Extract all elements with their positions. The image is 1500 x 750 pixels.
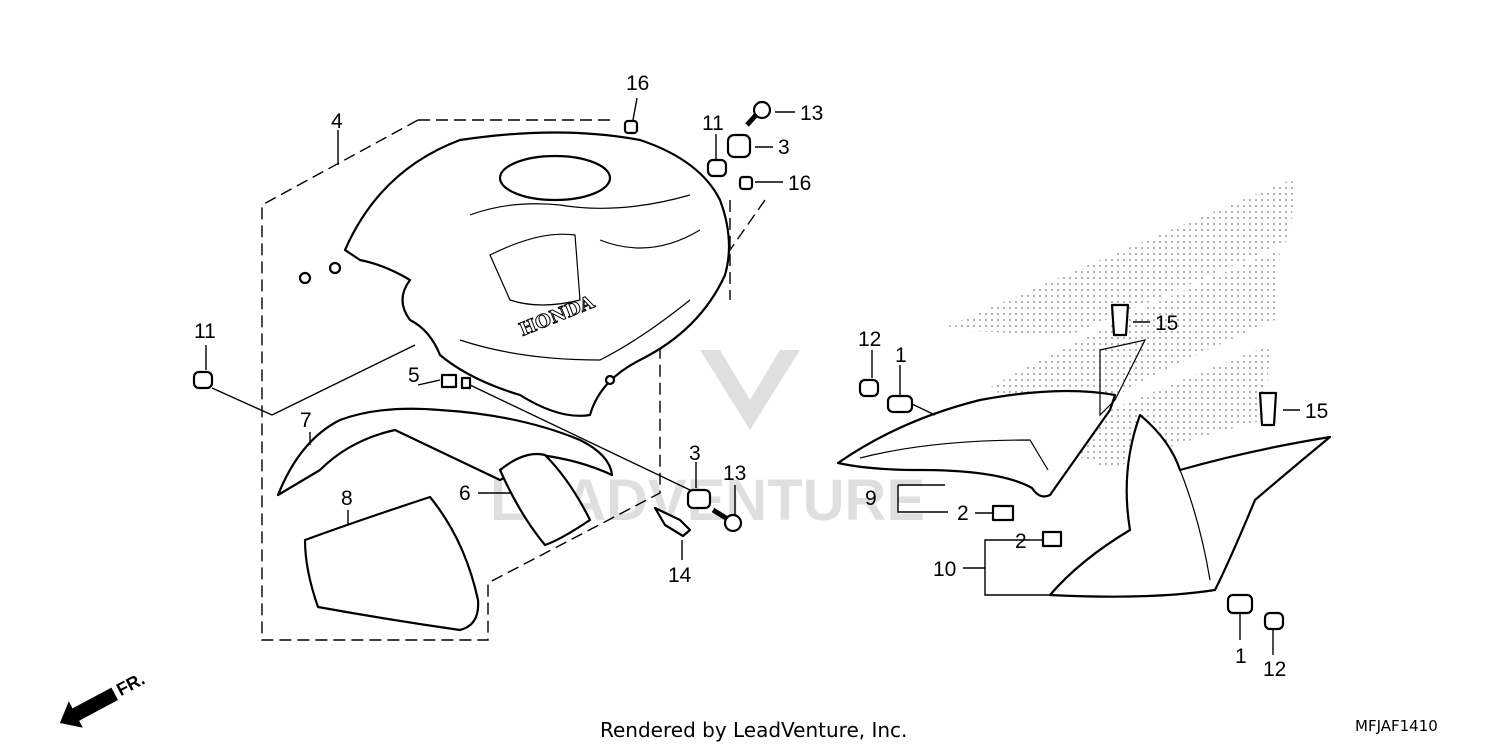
- callout-3: 3: [689, 442, 701, 465]
- callout-12: 12: [1263, 658, 1286, 681]
- front-direction-arrow: FR.: [59, 669, 148, 728]
- fastener-16-mid: [738, 175, 754, 191]
- clip-15-upper: [1110, 303, 1130, 337]
- part-10-panel: [1048, 413, 1332, 598]
- callout-13: 13: [723, 462, 746, 485]
- part-7-panel: [276, 407, 614, 497]
- screw-13-mid: [711, 507, 743, 533]
- cushion-2-lower: [1041, 530, 1063, 548]
- callout-10: 10: [933, 558, 956, 581]
- callout-16: 16: [626, 72, 649, 95]
- callout-4: 4: [331, 110, 343, 133]
- part-5-clip: [440, 373, 472, 390]
- callout-8: 8: [341, 487, 353, 510]
- grommet-1-lower: [1226, 593, 1254, 615]
- callout-11: 11: [194, 320, 216, 343]
- grommet-3-mid: [686, 488, 712, 510]
- fastener-16-top: [623, 119, 639, 135]
- clip-15-lower: [1258, 391, 1278, 427]
- fastener-11-top: [706, 158, 728, 178]
- callout-15: 15: [1155, 312, 1178, 335]
- part-8-pad: [303, 495, 480, 632]
- callout-16: 16: [788, 172, 811, 195]
- callout-5: 5: [408, 364, 420, 387]
- callout-12: 12: [858, 328, 881, 351]
- part-6-panel: [498, 452, 592, 547]
- front-arrow-label: FR.: [113, 669, 148, 700]
- tank-cover: HONDA: [298, 131, 731, 417]
- callout-7: 7: [300, 409, 312, 432]
- callout-13: 13: [800, 102, 823, 125]
- part-9-panel: [836, 389, 1117, 498]
- grommet-1-upper: [886, 394, 914, 414]
- callout-3: 3: [778, 136, 790, 159]
- footer-credit: Rendered by LeadVenture, Inc.: [600, 718, 908, 742]
- callout-11: 11: [702, 112, 724, 135]
- callout-1: 1: [895, 344, 907, 367]
- callout-2: 2: [957, 502, 969, 525]
- collar-12-upper: [858, 378, 880, 398]
- callout-15: 15: [1305, 400, 1328, 423]
- callout-6: 6: [459, 482, 471, 505]
- callout-9: 9: [865, 487, 877, 510]
- cushion-2-upper: [991, 504, 1015, 522]
- collar-12-lower: [1263, 611, 1285, 631]
- callout-labels: 16 4 11 13 3 16 11 5 7 8 6 3 13 14 12 1 …: [194, 72, 1328, 681]
- bolt-14: [653, 506, 692, 538]
- callout-14: 14: [668, 564, 692, 587]
- fastener-11-left: [192, 370, 214, 390]
- callout-1: 1: [1235, 645, 1247, 668]
- diagram-code: MFJAF1410: [1355, 717, 1438, 735]
- grommet-3-top: [726, 133, 752, 159]
- screw-13-top: [745, 100, 772, 127]
- leader-lines: [205, 97, 1300, 655]
- wing-emblem-dotted: [940, 178, 1295, 470]
- callout-2: 2: [1015, 530, 1027, 553]
